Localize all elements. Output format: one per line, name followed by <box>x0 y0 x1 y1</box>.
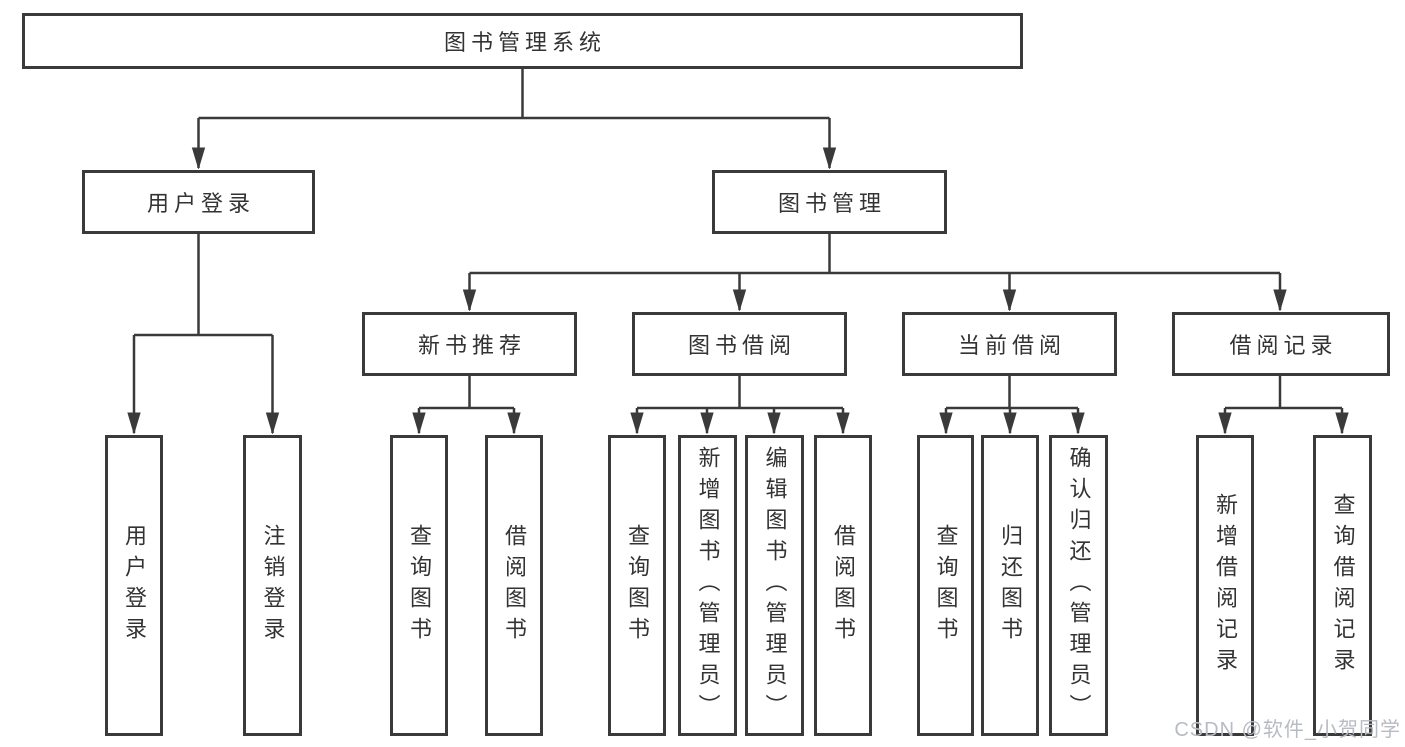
node-label: 查询借阅记录 <box>1330 492 1356 679</box>
leaf-return-books: 归还图书 <box>981 435 1039 736</box>
leaf-current-query-books: 查询图书 <box>917 435 974 736</box>
node-label: 借阅图书 <box>831 523 856 648</box>
node-label: 用户登录 <box>146 191 255 216</box>
node-label: 查询图书 <box>625 523 650 648</box>
node-label: 确认归还（管理员） <box>1066 446 1092 725</box>
leaf-borrow-books: 借阅图书 <box>814 435 872 736</box>
node-library-management-system: 图书管理系统 <box>22 13 1023 69</box>
leaf-confirm-return-admin: 确认归还（管理员） <box>1049 435 1108 736</box>
node-label: 新增借阅记录 <box>1213 492 1238 679</box>
node-borrow-records: 借阅记录 <box>1172 312 1390 376</box>
node-book-borrow: 图书借阅 <box>632 312 847 376</box>
leaf-borrow-query-books: 查询图书 <box>608 435 666 736</box>
node-label: 当前借阅 <box>957 333 1066 358</box>
node-label: 新书推荐 <box>417 333 526 358</box>
node-label: 用户登录 <box>122 523 147 648</box>
node-label: 注销登录 <box>260 523 286 648</box>
leaf-user-login: 用户登录 <box>105 435 163 736</box>
leaf-add-borrow-record: 新增借阅记录 <box>1196 435 1254 736</box>
leaf-recommend-borrow-books: 借阅图书 <box>485 435 543 736</box>
leaf-recommend-query-books: 查询图书 <box>390 435 448 736</box>
watermark: CSDN @软件_小贺同学 <box>1174 719 1401 741</box>
node-user-login-group: 用户登录 <box>82 170 315 234</box>
node-new-book-recommend: 新书推荐 <box>362 312 577 376</box>
node-label: 图书管理 <box>777 191 886 216</box>
node-label: 查询图书 <box>407 523 432 648</box>
node-label: 查询图书 <box>933 523 959 648</box>
leaf-add-books-admin: 新增图书（管理员） <box>678 435 737 736</box>
node-label: 图书管理系统 <box>443 30 606 55</box>
node-label: 借阅记录 <box>1229 333 1338 358</box>
node-label: 借阅图书 <box>502 523 527 648</box>
node-label: 编辑图书（管理员） <box>762 446 788 725</box>
node-label: 新增图书（管理员） <box>695 446 721 725</box>
node-current-borrow: 当前借阅 <box>902 312 1117 376</box>
leaf-logout: 注销登录 <box>243 435 302 736</box>
node-label: 归还图书 <box>998 523 1023 648</box>
leaf-edit-books-admin: 编辑图书（管理员） <box>745 435 804 736</box>
node-book-management: 图书管理 <box>712 170 947 234</box>
leaf-query-borrow-record: 查询借阅记录 <box>1313 435 1372 736</box>
node-label: 图书借阅 <box>687 333 796 358</box>
